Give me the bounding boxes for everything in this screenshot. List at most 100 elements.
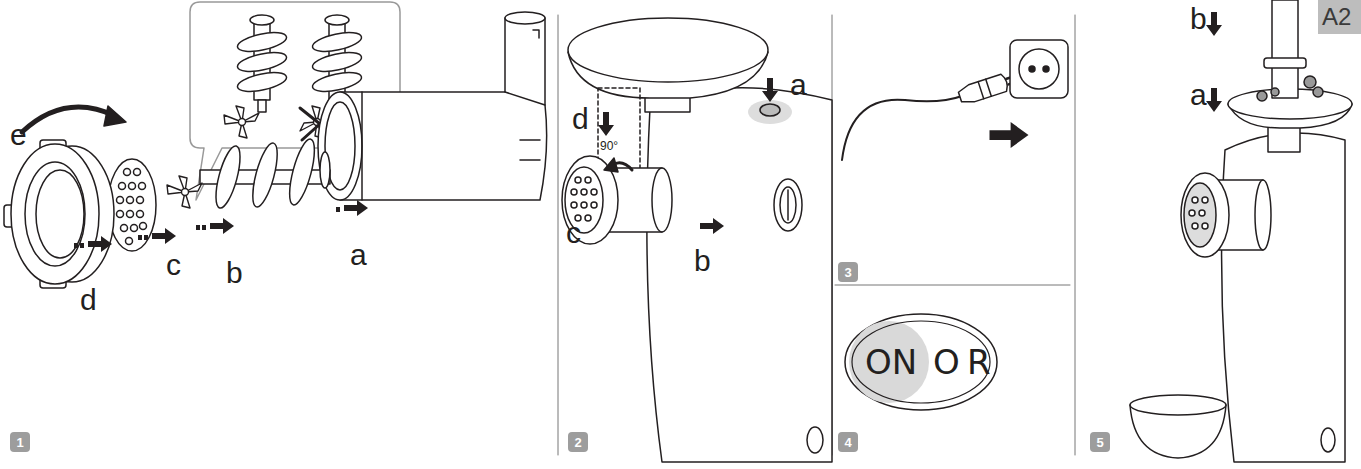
grinder-assembled: [1130, 0, 1352, 462]
grinder-housing: [505, 92, 545, 105]
grinder-assembled: [1255, 180, 1271, 250]
grinder-head: [571, 189, 577, 195]
angle-note: 90°: [600, 140, 618, 152]
power-plug: [1010, 40, 1068, 98]
page-code: A2: [1322, 5, 1351, 29]
cutting-disc: [129, 183, 136, 190]
cutting-disc: [119, 183, 126, 190]
blade: [167, 176, 202, 208]
callout-letter: a: [350, 240, 367, 270]
power-plug: [1043, 66, 1049, 72]
switch-highlight: [849, 321, 929, 403]
power-plug: [986, 79, 992, 96]
grinder-body: [647, 88, 832, 462]
auger-correct: [236, 29, 288, 55]
cutting-disc: [140, 223, 147, 230]
cutting-disc: [137, 197, 144, 204]
cutting-disc: [127, 197, 134, 204]
grinder-assembled: [1304, 76, 1316, 88]
assembly-arrow: [990, 122, 1029, 148]
grinder-body: [807, 427, 823, 453]
callout-letter: b: [694, 246, 711, 276]
page-tab: A2: [1318, 0, 1361, 34]
callout-letter: b: [226, 258, 243, 288]
grinder-housing: [318, 92, 362, 200]
grinder-head: [571, 202, 577, 208]
step-number: 4: [844, 436, 851, 449]
grinder-head: [604, 158, 618, 172]
cutting-disc: [108, 159, 156, 251]
grinder-assembled: [1192, 223, 1198, 229]
callout-letter: a: [1190, 80, 1207, 110]
switch-position: O: [933, 345, 960, 379]
switch-outline: [852, 321, 990, 403]
cutting-disc: [134, 169, 141, 176]
grinder-assembled: [1264, 58, 1306, 68]
grinder-assembled: [1313, 87, 1323, 97]
step-badge: 3: [838, 262, 858, 282]
grinder-housing: [533, 30, 539, 38]
ring-nut: [36, 170, 84, 258]
grinder-head: [652, 168, 672, 232]
grinder-housing: [520, 159, 540, 161]
feed-tray: [568, 18, 768, 82]
grinder-body: [647, 88, 832, 462]
switch-outline: [845, 314, 997, 410]
power-switch: ONOR: [843, 312, 999, 412]
step-badge: 5: [1090, 432, 1110, 452]
auger: [285, 137, 320, 207]
assembly-arrow: [152, 228, 176, 244]
step-badge: 4: [838, 432, 858, 452]
callout-letter: d: [572, 104, 589, 134]
panel-divider: [835, 285, 1070, 286]
step-number: 5: [1096, 436, 1103, 449]
power-plug: [842, 96, 962, 160]
callout-letter: b: [1190, 4, 1207, 34]
assembly-arrow: [22, 107, 115, 132]
callout-letter: c: [166, 250, 181, 280]
assembly-arrow: [74, 243, 78, 248]
auger-correct: [224, 106, 259, 138]
cutting-disc: [137, 211, 144, 218]
cutting-disc: [121, 225, 128, 232]
cutting-disc: [139, 183, 146, 190]
callout-letter: a: [790, 70, 807, 100]
grinder-housing: [361, 92, 363, 200]
grinder-assembled: [1272, 0, 1298, 98]
assembly-arrow: [344, 200, 368, 216]
assembly-arrow: [104, 106, 126, 126]
power-plug: [1029, 66, 1035, 72]
assembly-arrow: [700, 218, 724, 234]
callout-letter: e: [10, 120, 27, 150]
power-plug: [957, 73, 1009, 105]
cutting-disc: [117, 197, 124, 204]
grinder-body: [787, 190, 789, 220]
step-badge: 1: [10, 432, 30, 452]
assembly-arrow: [1206, 12, 1222, 36]
grinder-head: [591, 189, 597, 195]
cutting-disc: [124, 169, 131, 176]
callout-letter: d: [80, 285, 97, 315]
step-badge: 2: [568, 432, 588, 452]
assembly-arrow: [22, 106, 368, 252]
auger-wrong: [311, 49, 363, 75]
auger-wrong: [325, 15, 349, 25]
grinder-assembled: [1184, 183, 1216, 247]
cutting-disc: [108, 159, 156, 251]
auger: [200, 137, 330, 210]
auger-correct: [236, 69, 288, 95]
grinder-head: [581, 189, 587, 195]
assembly-arrow: [210, 218, 234, 234]
grinder-housing: [318, 12, 547, 200]
grinder-housing: [340, 18, 547, 200]
grinder-body: [760, 104, 780, 116]
callout-letter: c: [566, 218, 581, 248]
grinder-assembled: [1192, 197, 1198, 203]
auger-correct: [224, 15, 288, 138]
auger: [248, 141, 282, 209]
grinder-head: [575, 177, 581, 183]
grinder-assembled: [1130, 395, 1226, 415]
grinder-head: [585, 177, 591, 183]
grinder-assembled: [1189, 210, 1195, 216]
grinder-housing: [520, 139, 540, 141]
